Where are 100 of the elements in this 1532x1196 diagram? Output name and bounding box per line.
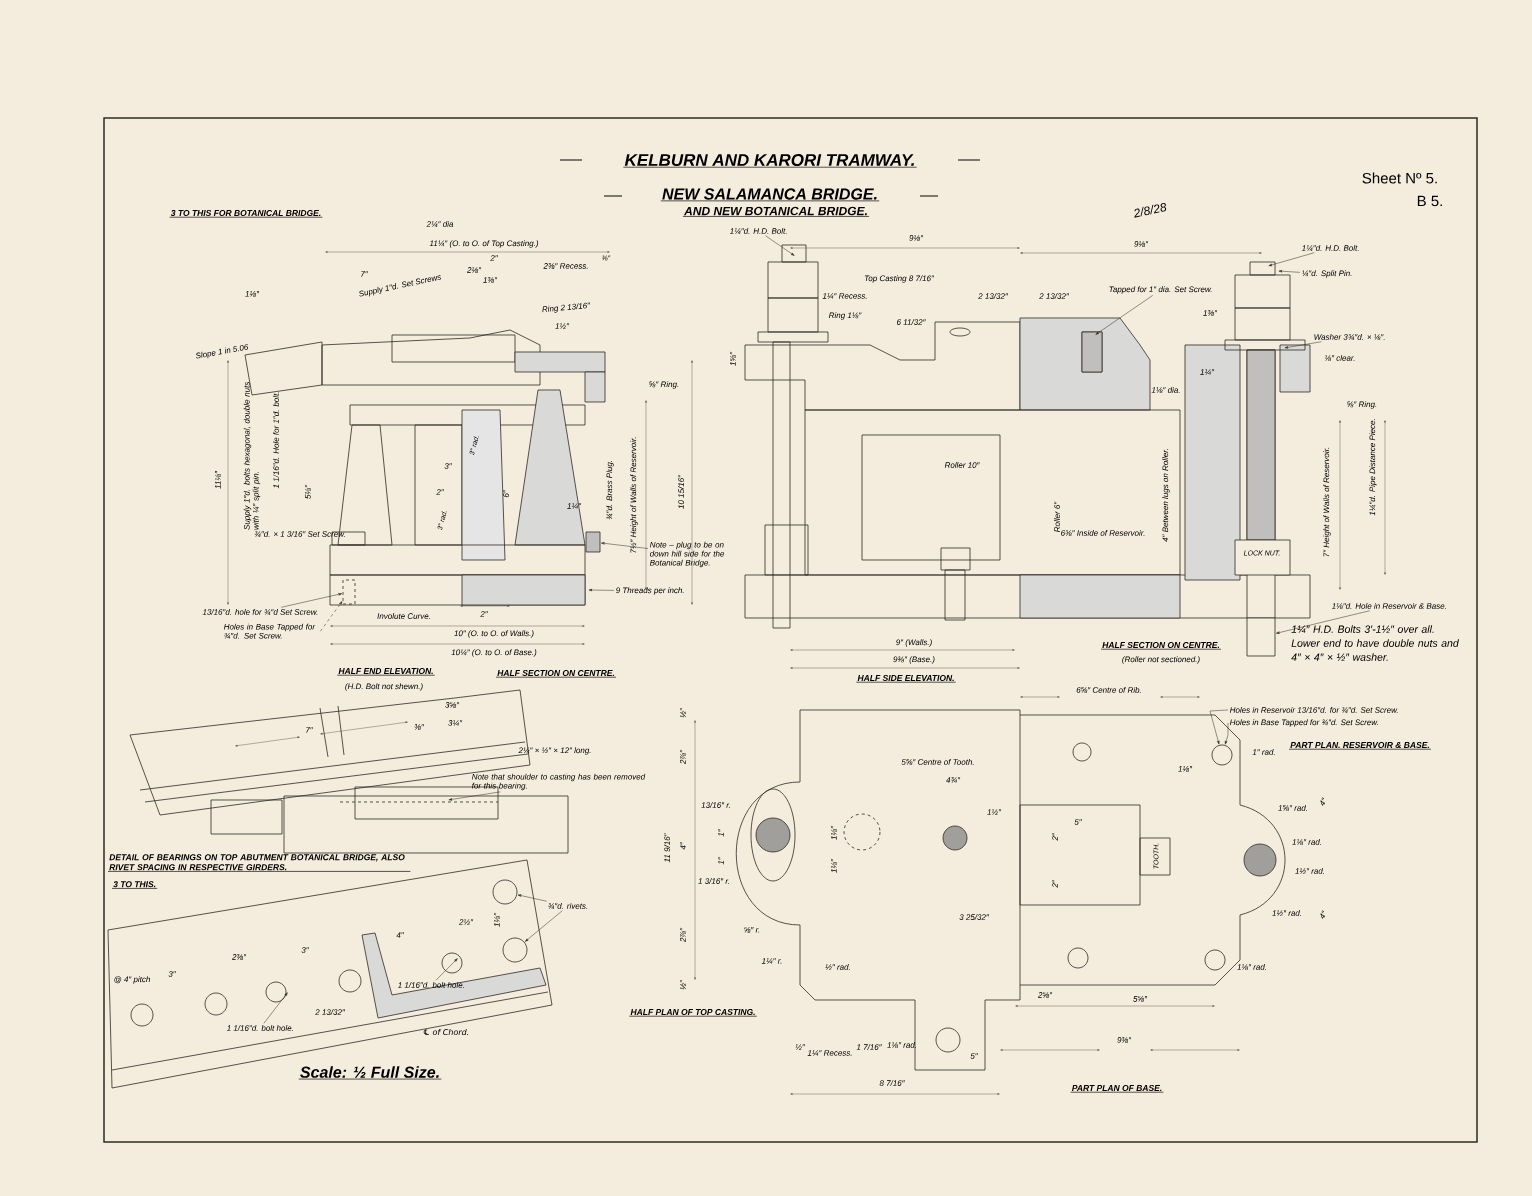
- dimension-label: 2⅜″ Recess.: [543, 263, 588, 269]
- dimension-label: 10″ (O. to O. of Walls.): [454, 630, 534, 638]
- dimension-label: 1½″: [987, 809, 1002, 815]
- leader-line: [588, 588, 615, 592]
- dimension-label: 6⅝″ Centre of Rib.: [1076, 686, 1141, 694]
- dimension-label: 1½″: [555, 323, 570, 329]
- note-text: Note that shoulder to casting has been removed for this bearing.: [471, 773, 646, 791]
- dimension-label: 3⅝″: [445, 702, 460, 708]
- note-text: 1⅛″d. Hole in Reservoir & Base.: [1331, 602, 1446, 610]
- dimension-label: 4″: [396, 932, 404, 938]
- dimension-label: 2½″: [459, 919, 474, 925]
- view-heading: HALF SECTION ON CENTRE.: [495, 670, 617, 678]
- leader-line: [765, 235, 795, 256]
- dimension-label: 1 1/16″d. Hole for 1″d. bolt.: [273, 392, 279, 489]
- dimension-label: 1 7/16″: [856, 1044, 882, 1050]
- dimension-label: 1 3/16″ r.: [698, 878, 729, 884]
- dimension-label: 6″: [503, 490, 509, 498]
- tapped-hole: [342, 579, 356, 605]
- view-heading: HALF END ELEVATION.: [336, 668, 436, 676]
- subtitle: NEW SALAMANCA BRIDGE.: [660, 188, 880, 202]
- dimension-label: 1⅛″: [245, 291, 260, 297]
- dimension-label: ¾″d. × 1 3/16″ Set Screw.: [254, 531, 345, 537]
- note-text: 1 1/16″d. bolt hole.: [397, 982, 464, 988]
- leader-line: [517, 894, 548, 902]
- dimension-label: 3 25/32″: [959, 914, 989, 920]
- dimension-label: (H.D. Bolt not shewn.): [345, 683, 423, 691]
- dimension-label: 13/16″ r.: [701, 802, 730, 808]
- dimension-label: 9″ (Walls.): [896, 639, 932, 647]
- dimension-label: 5″: [970, 1053, 978, 1059]
- dimension-label: 9⅛″: [1134, 241, 1149, 247]
- dimension-label: 2 13/32″: [1039, 293, 1069, 299]
- date-text: 2/8/28: [1134, 203, 1167, 218]
- dimension-label: ½″: [795, 1044, 805, 1050]
- leader-line: [1268, 252, 1315, 267]
- leader-line: [1095, 295, 1153, 335]
- dimension-label: 1⅝″ rad.: [1278, 804, 1307, 812]
- dimension-label: ⅜″: [414, 724, 424, 730]
- dimension-label: 3″: [168, 971, 176, 977]
- dimension-label: 6⅜″ Inside of Reservoir.: [1061, 529, 1145, 537]
- dimension-label: 4″: [680, 842, 686, 850]
- scale-note: Scale: ½ Full Size.: [298, 1066, 442, 1080]
- leader-line: [263, 992, 288, 1024]
- dimension-label: 5⅛″: [305, 484, 311, 499]
- dimension-label: 1⅛″: [1178, 766, 1193, 772]
- dimension-label: 3″: [301, 947, 309, 953]
- leader-line: [1284, 341, 1322, 349]
- dimension-label: 1⅛″: [494, 912, 500, 927]
- dimension-label: 1⅛″ dia.: [1151, 386, 1180, 394]
- dimension-label: ℄ of Chord.: [423, 1028, 469, 1036]
- leader-line: [281, 593, 342, 608]
- note-text: Holes in Base Tapped for ¾″d. Set Screw.: [223, 623, 316, 639]
- note-text: 13/16″d. hole for ¾″d Set Screw.: [202, 609, 318, 615]
- leader-line: [435, 958, 458, 981]
- dimension-label: 1¼″ r.: [761, 958, 782, 964]
- dimension-label: 9⅛″: [909, 235, 924, 241]
- dimension-label: 9⅜″: [1117, 1037, 1132, 1043]
- dimension-label: Top Casting 8 7/16″: [864, 275, 935, 283]
- dimension-label: 2¼″ × ½″ × 12″ long.: [518, 747, 591, 755]
- dimension-label: 1¼″ Recess.: [822, 293, 867, 299]
- dimension-label: 1⅜″: [1203, 310, 1218, 316]
- dimension-label: ½″: [680, 708, 686, 718]
- leader-line: [601, 542, 649, 549]
- dimension-label: ½″ rad.: [825, 964, 850, 970]
- dimension-label: 2 13/32″: [315, 1009, 345, 1015]
- dimension-label: 11⅛″: [215, 470, 221, 489]
- title: KELBURN AND KARORI TRAMWAY.: [559, 154, 981, 168]
- dimension-label: 1⅛″ rad.: [1292, 838, 1321, 846]
- dimension-label: ½″: [680, 980, 686, 990]
- leader-line: [524, 910, 563, 942]
- view-heading: PART PLAN. RESERVOIR & BASE.: [1288, 742, 1432, 750]
- note-text: Holes in Reservoir 13/16″d. for ¾″d. Set Screw.: [1229, 707, 1398, 713]
- dimension-label: 3¼″: [448, 720, 463, 726]
- dimension-label: ⅝″ Ring.: [649, 381, 679, 389]
- dimension-label: 1⅛″ rad.: [1237, 963, 1266, 971]
- dimension-label: 11¼″ (O. to O. of Top Casting.): [429, 240, 539, 248]
- bolt-end: [1246, 617, 1276, 657]
- bolt-hole: [1211, 744, 1233, 766]
- view-heading: DETAIL OF BEARINGS ON TOP ABUTMENT BOTANICAL BRIDGE, ALSO RIVET SPACING IN RESPECTIVE GIRDERS.: [107, 854, 411, 872]
- dimension-label: 1¼″d. Pipe Distance Piece.: [1369, 419, 1377, 516]
- note-text: Washer 3¾″d. × ⅛″.: [1314, 333, 1385, 341]
- dimension-label: 5⅝″ Centre of Tooth.: [901, 758, 974, 766]
- dimension-label: ⅛″ clear.: [1324, 354, 1355, 362]
- subtitle: AND NEW BOTANICAL BRIDGE.: [682, 206, 870, 217]
- dimension-label: 9⅜″ (Base.): [893, 656, 935, 664]
- dimension-label: 6 11/32″: [897, 319, 926, 325]
- dimension-label: 4″: [1320, 910, 1326, 919]
- dimension-label: 7″: [361, 271, 368, 277]
- dimension-label: 2 13/32″: [978, 293, 1008, 299]
- leader-line: [1225, 722, 1229, 745]
- note-text: 1¼″d. H.D. Bolt.: [1301, 245, 1359, 251]
- dimension-label: 7″: [306, 727, 313, 733]
- dimension-label: Ring 1⅛″: [828, 312, 862, 320]
- note-text: Note – plug to be on down hill side for the Botanical Bridge.: [649, 541, 725, 568]
- dimension-label: 1⅝″: [730, 351, 736, 366]
- dimension-label: 5⅝″: [1133, 996, 1148, 1002]
- dimension-label: 4¾″: [946, 777, 961, 783]
- note-text: Tapped for 1″ dia. Set Screw.: [1109, 286, 1212, 294]
- dimension-label: 1⅛″: [831, 858, 837, 873]
- dimension-label: 1½″ rad.: [1272, 910, 1301, 916]
- dimension-label: 10 15/16″: [678, 474, 684, 509]
